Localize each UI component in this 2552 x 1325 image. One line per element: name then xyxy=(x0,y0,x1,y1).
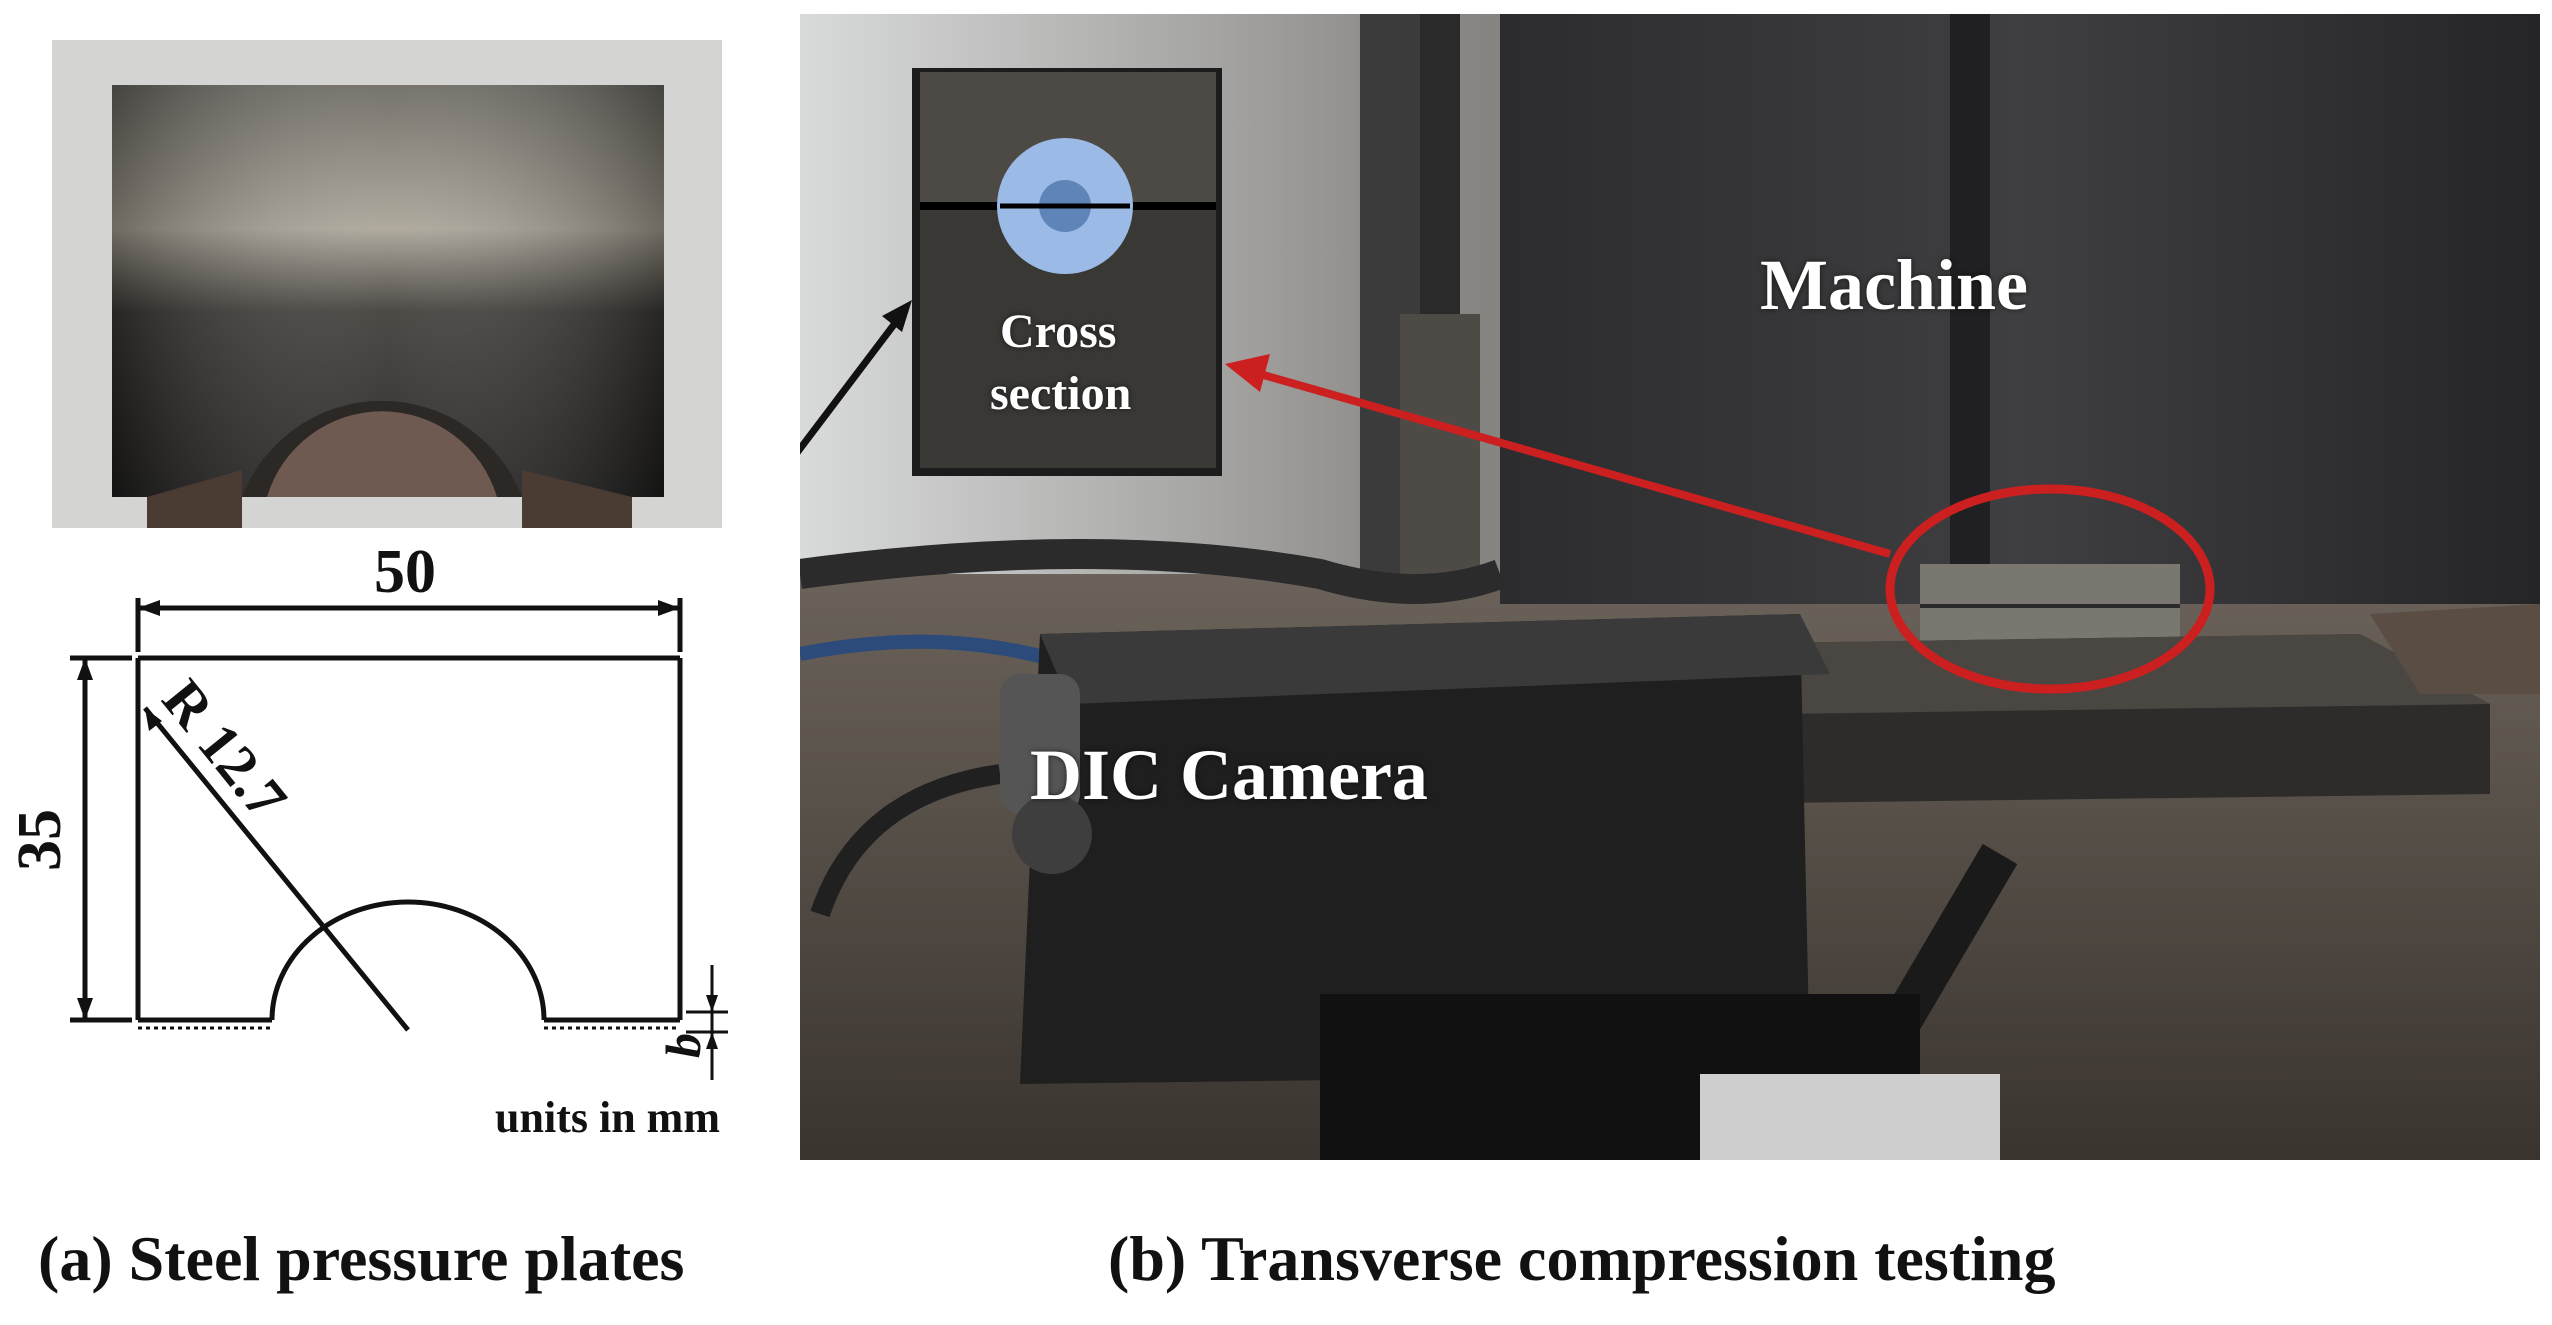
cross-section-label-line2: section xyxy=(990,367,1132,420)
cross-section-label-line1: Cross xyxy=(1000,305,1117,358)
steel-plate-photo xyxy=(52,40,722,528)
plate-dimension-drawing: 50 35 R 12.7 b units in mm xyxy=(6,540,728,1142)
width-dimension-label: 50 xyxy=(374,540,436,606)
machine-label: Machine xyxy=(1760,245,2028,325)
units-note: units in mm xyxy=(495,1093,720,1142)
compression-test-photo-art xyxy=(800,14,2540,1160)
dic-camera-label: DIC Camera xyxy=(1030,735,1428,815)
steel-plate-photo-art xyxy=(112,85,664,528)
compression-test-photo: Machine DIC Camera Cross section xyxy=(800,14,2540,1160)
caption-a: (a) Steel pressure plates xyxy=(38,1223,685,1294)
height-dimension-label: 35 xyxy=(6,809,74,871)
gap-dimension-label: b xyxy=(655,1033,711,1058)
caption-b: (b) Transverse compression testing xyxy=(1108,1223,2056,1294)
